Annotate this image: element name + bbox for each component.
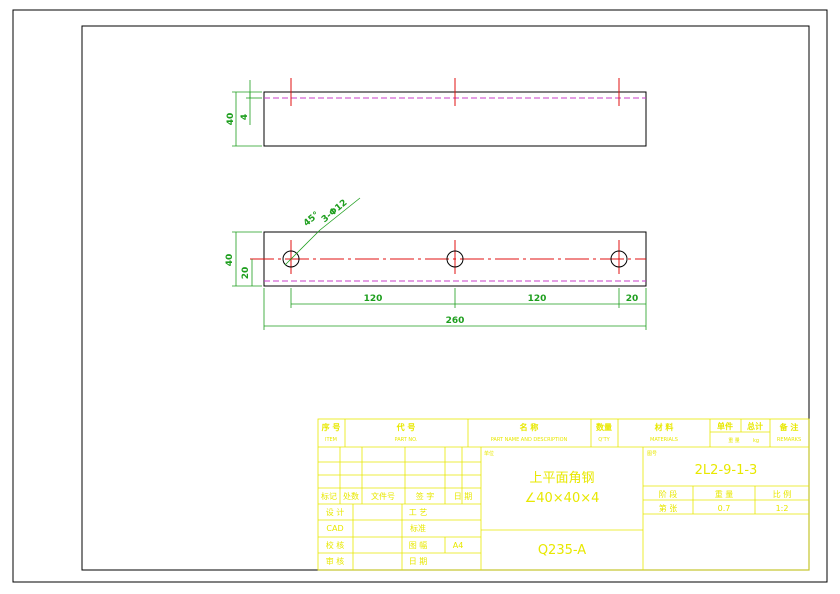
dim-top-offset: 4 [240, 114, 250, 120]
part-spec: ∠40×40×4 [525, 491, 600, 506]
rev-date: 日 期 [454, 492, 473, 501]
hole-3 [610, 250, 628, 268]
part-name: 上平面角钢 [529, 471, 594, 486]
title-block-text: 序 号 ITEM 代 号 PART NO. 名 称 PART NAME AND … [321, 421, 801, 566]
hdr-code: 代 号 [396, 422, 416, 432]
scale-label: 比 例 [773, 489, 792, 499]
sheet-label: 第 张 [659, 503, 678, 513]
role-design: 设 计 [326, 507, 345, 517]
drawing-size-value: A4 [453, 541, 464, 550]
dim-spacing-2: 120 [528, 294, 547, 304]
hole-1 [282, 250, 300, 268]
hdr-remarks: 备 注 [779, 422, 799, 432]
hdr-name-en: PART NAME AND DESCRIPTION [491, 437, 568, 443]
dim-front-height: 40 [225, 254, 235, 267]
rev-mark: 标记 [321, 491, 337, 501]
hdr-item-no-en: ITEM [325, 437, 337, 443]
role-standard: 标准 [410, 523, 426, 533]
hdr-total: 总计 [747, 421, 763, 431]
title-block [317, 418, 810, 571]
hdr-single: 单件 [717, 421, 733, 431]
drawing-no-label: 图号 [647, 451, 657, 457]
hdr-qty: 数量 [596, 422, 612, 432]
hdr-qty-en: Q'TY [598, 437, 610, 443]
hdr-weight-unit: kg [753, 438, 759, 444]
hole-2 [446, 250, 464, 268]
hdr-weight: 重 量 [728, 437, 740, 444]
hole-callout: 3-Φ12 [320, 198, 350, 225]
top-view: 40 4 [226, 78, 647, 147]
hdr-name: 名 称 [520, 422, 539, 432]
front-view: 45° 3-Φ12 40 20 120 120 20 260 [225, 197, 647, 330]
rev-sign: 签 字 [416, 491, 435, 501]
hole-callout-angle: 45° [302, 210, 321, 229]
role-process: 工 艺 [409, 508, 428, 517]
drawing-no: 2L2-9-1-3 [695, 463, 758, 478]
rev-doc-no: 文件号 [371, 491, 395, 501]
dim-end: 20 [626, 294, 639, 304]
weight-label: 重 量 [715, 489, 734, 499]
rev-count: 处数 [343, 491, 359, 501]
dim-spacing-1: 120 [364, 294, 383, 304]
scale-value: 1:2 [776, 504, 789, 513]
stage-label: 阶 段 [659, 489, 678, 499]
hdr-material: 材 料 [655, 422, 674, 432]
role-cad: CAD [326, 524, 343, 533]
role-date: 日 期 [409, 557, 428, 566]
sheet-border [12, 9, 828, 583]
role-review: 审 核 [326, 556, 345, 566]
role-check: 校 核 [326, 540, 345, 550]
dim-hole-height: 20 [241, 267, 251, 280]
hdr-item-no: 序 号 [322, 422, 341, 432]
dim-overall: 260 [446, 316, 465, 326]
hdr-code-en: PART NO. [395, 437, 418, 443]
role-drawing-size: 图 幅 [409, 540, 428, 550]
unit-label: 单位 [484, 450, 494, 457]
weight-value: 0.7 [718, 504, 731, 513]
material-value: Q235-A [538, 543, 586, 558]
hdr-material-en: MATERIALS [650, 437, 678, 443]
dim-top-height: 40 [226, 113, 236, 126]
hdr-remarks-en: REMARKS [777, 437, 801, 443]
